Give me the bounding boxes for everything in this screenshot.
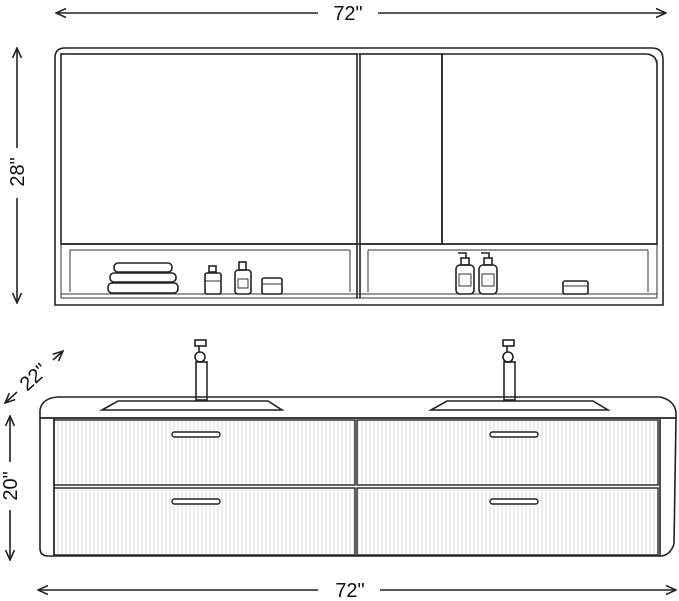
cabinet-width-dimension: 72" [56,3,666,25]
vanity-body [39,417,677,557]
drawer-lower-right [356,487,659,556]
cream-jar-right [562,280,589,295]
vanity-height-label: 20" [0,471,22,500]
vanity-depth-dimension: 22" [5,351,63,403]
vanity-width-dimension: 72" [38,580,676,601]
drawer-handle-lower-right [489,498,539,505]
soap-pump-2 [478,252,498,295]
cream-jar-left [261,277,283,295]
cabinet-height-label: 28" [7,157,29,186]
cabinet-width-label: 72" [333,3,362,25]
mirror-door-left [60,53,358,245]
vanity-height-dimension: 20" [0,416,22,560]
sink-basin-left [98,400,285,411]
drawer-handle-lower-left [171,498,221,505]
faucet-left [194,339,208,401]
countertop [39,396,677,419]
vanity-width-label: 72" [335,580,364,601]
faucet-right [502,339,516,401]
folded-towels [107,262,179,294]
cabinet-height-dimension: 28" [7,48,29,303]
small-bottle-2 [234,261,252,295]
drawer-upper-right [356,419,659,486]
small-bottle-1 [204,265,222,295]
mirror-door-center [359,53,443,245]
drawer-handle-upper-left [171,431,221,438]
mirror-cabinet [54,47,664,306]
mirror-door-right [441,53,658,245]
sink-basin-right [427,400,611,411]
drawer-lower-left [53,487,356,556]
vanity-depth-label: 22" [16,360,53,396]
soap-pump-1 [455,252,475,295]
drawer-handle-upper-right [489,431,539,438]
drawer-upper-left [53,419,356,486]
